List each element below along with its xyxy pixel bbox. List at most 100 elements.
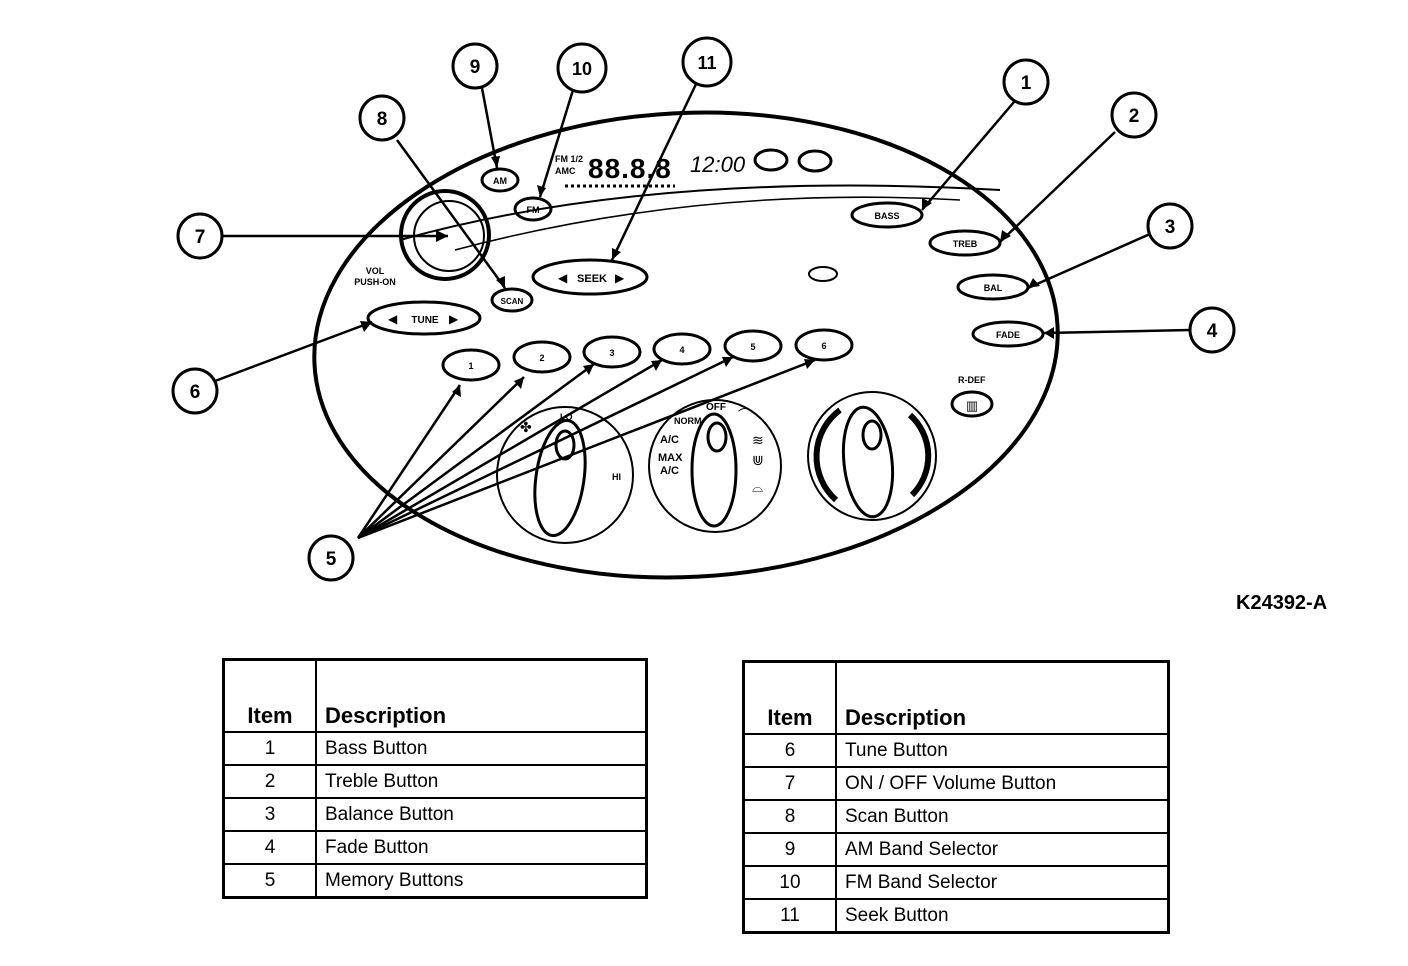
display-clock: 12:00 <box>690 152 746 177</box>
legend-left-description: Treble Button <box>315 764 648 799</box>
arrowhead-5c <box>583 364 594 375</box>
leader-4 <box>1043 328 1191 335</box>
callout-11-circle <box>681 36 733 88</box>
callout-1: 1 <box>1021 73 1032 94</box>
fan-hi-label: HI <box>612 472 621 482</box>
leader-8 <box>395 139 507 289</box>
arrowhead-5a <box>452 385 461 397</box>
arrowhead-5e <box>722 357 733 367</box>
legend-right-item: 7 <box>742 766 837 801</box>
rdef-label: R-DEF <box>958 375 986 385</box>
arrowhead-8 <box>496 276 505 288</box>
arrowhead-10 <box>537 185 546 197</box>
leader-3 <box>1027 232 1151 290</box>
fade-button-label: FADE <box>996 330 1020 340</box>
preset-button-5[interactable] <box>723 329 783 363</box>
preset-button-2[interactable] <box>512 340 572 374</box>
legend-right-item: 10 <box>742 865 837 900</box>
callout-5: 5 <box>326 549 337 570</box>
legend-left-header-row: Item Description <box>222 658 648 733</box>
mode-knob-hub <box>706 421 728 453</box>
display-small-button-a[interactable] <box>753 148 789 172</box>
vent-floor-icon: ≋ <box>752 432 764 448</box>
callout-4-circle <box>1188 306 1236 354</box>
preset-button-5-label: 5 <box>750 342 755 352</box>
display-band-fm: FM 1/2 <box>555 154 583 164</box>
seek-right-arrow: ▶ <box>615 271 625 285</box>
tune-button-label: TUNE <box>411 315 439 326</box>
callouts: 1 2 3 4 5 6 7 8 9 10 11 <box>171 36 1236 582</box>
arrowhead-7 <box>436 230 448 242</box>
preset-button-6[interactable] <box>794 328 854 362</box>
display-digits: 88.8.8 <box>588 153 672 184</box>
legend-right-item: 9 <box>742 832 837 867</box>
mode-ac-label: A/C <box>660 434 679 446</box>
brand-logo-oval <box>808 266 838 282</box>
callout-10-circle <box>556 42 608 94</box>
table-row: 8 Scan Button <box>742 799 1170 834</box>
mode-knob[interactable] <box>690 412 738 528</box>
callout-8: 8 <box>377 109 388 130</box>
preset-button-4[interactable] <box>652 332 712 366</box>
bass-button[interactable] <box>850 201 924 229</box>
treb-button-label: TREB <box>953 239 978 249</box>
fan-speed-knob-ring <box>496 406 634 544</box>
arrowhead-4 <box>1044 327 1054 339</box>
panel-outline <box>312 110 1060 580</box>
leader-5b <box>357 376 525 539</box>
leader-5c <box>357 362 595 540</box>
legend-right-description: Tune Button <box>835 733 1170 768</box>
fan-speed-knob[interactable] <box>528 417 592 539</box>
callout-5-circle <box>307 534 355 582</box>
table-row: 9 AM Band Selector <box>742 832 1170 867</box>
temp-knob-ring <box>807 391 937 521</box>
am-button[interactable] <box>480 167 520 193</box>
legend-left-item: 2 <box>222 764 317 799</box>
legend-table-right: Item Description 6 Tune Button 7 ON / OF… <box>742 660 1170 934</box>
rear-defrost-button[interactable] <box>950 390 994 418</box>
callout-7: 7 <box>195 227 206 248</box>
treb-button[interactable] <box>928 229 1002 257</box>
tune-button[interactable] <box>366 300 482 336</box>
preset-button-6-label: 6 <box>821 341 826 351</box>
temp-knob[interactable] <box>838 405 897 519</box>
scan-button[interactable] <box>490 287 534 313</box>
legend-right-header-row: Item Description <box>742 660 1170 735</box>
fade-button[interactable] <box>971 320 1045 348</box>
preset-button-1[interactable] <box>441 348 501 382</box>
arrowhead-2 <box>1000 230 1011 242</box>
legend-left-description: Memory Buttons <box>315 863 648 899</box>
callout-2: 2 <box>1129 106 1140 127</box>
display-small-button-b[interactable] <box>797 149 833 173</box>
legend-right-description: AM Band Selector <box>835 832 1170 867</box>
callout-1-circle <box>1002 58 1050 106</box>
table-row: 2 Treble Button <box>222 764 648 799</box>
am-button-label: AM <box>493 176 507 186</box>
fm-button[interactable] <box>513 196 553 222</box>
legend-left-item: 5 <box>222 863 317 899</box>
table-row: 1 Bass Button <box>222 731 648 766</box>
legend-left-description-header: Description <box>315 658 648 733</box>
callout-6: 6 <box>190 382 201 403</box>
arrowhead-11 <box>612 248 621 260</box>
legend-left-item: 4 <box>222 830 317 865</box>
preset-button-3[interactable] <box>582 335 642 369</box>
table-row: 4 Fade Button <box>222 830 648 865</box>
callout-10: 10 <box>572 59 592 79</box>
arrowhead-3 <box>1028 278 1040 288</box>
callout-3: 3 <box>1165 217 1176 238</box>
table-row: 7 ON / OFF Volume Button <box>742 766 1170 801</box>
callout-4: 4 <box>1207 321 1218 342</box>
callout-8-circle <box>358 94 406 142</box>
legend-right-description: ON / OFF Volume Button <box>835 766 1170 801</box>
bass-button-label: BASS <box>874 211 899 221</box>
tune-left-arrow: ◀ <box>388 312 398 326</box>
seek-button[interactable] <box>531 258 649 296</box>
temp-scale-hot-arc <box>907 412 932 498</box>
display-band-am: AMC <box>555 166 576 176</box>
callout-3-circle <box>1146 202 1194 250</box>
temp-scale-cold-arc <box>813 407 842 503</box>
leader-10 <box>538 89 575 198</box>
leader-2 <box>999 131 1116 243</box>
preset-button-1-label: 1 <box>468 361 473 371</box>
